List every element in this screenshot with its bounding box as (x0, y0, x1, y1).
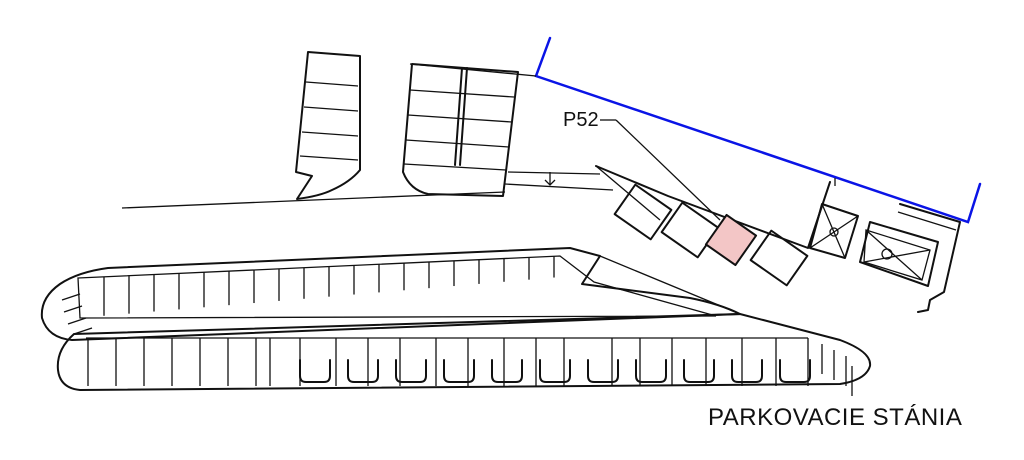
upper-left-block (295, 51, 361, 200)
stall-end (587, 359, 619, 383)
lower-long-row (56, 313, 872, 391)
upper-middle-block (402, 63, 537, 197)
stall-end (779, 359, 811, 383)
parking-space-p49 (613, 183, 673, 241)
stair-box-2 (834, 178, 961, 313)
stall-end (299, 359, 331, 383)
stall-end (395, 359, 427, 383)
upper-long-row (40, 247, 741, 341)
lower-row-spaces (87, 338, 853, 396)
stall-end (635, 359, 667, 383)
stall-end (347, 359, 379, 383)
p52-callout: P52 (563, 109, 721, 221)
p52-label: P52 (563, 109, 599, 131)
property-boundary (534, 36, 982, 224)
stall-end (731, 359, 763, 383)
parking-space-p52 (704, 213, 758, 267)
driveway (121, 171, 614, 209)
stall-end (683, 359, 715, 383)
page-title: PARKOVACIE STÁNIA (708, 404, 963, 431)
upper-row-spaces (61, 256, 555, 335)
stall-end (491, 359, 523, 383)
stall-end (539, 359, 571, 383)
stall-end (443, 359, 475, 383)
angled-parking-row (595, 165, 831, 287)
stair-box-1 (809, 203, 859, 259)
parking-space-p53 (749, 229, 809, 287)
